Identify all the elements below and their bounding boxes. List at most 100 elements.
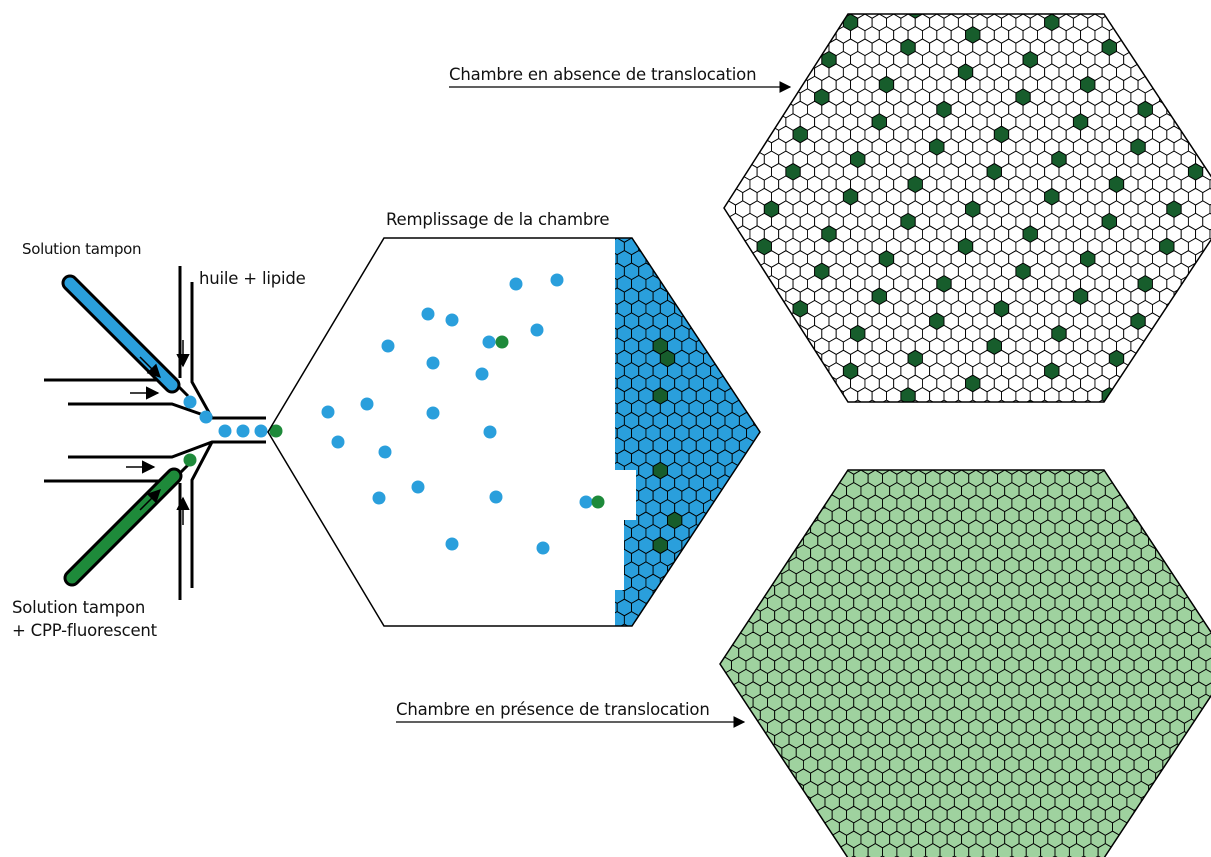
droplet-cell [1195, 125, 1211, 144]
droplet-cell [731, 731, 747, 749]
droplet-cell [703, 757, 717, 774]
droplet-cell [723, 793, 740, 811]
droplet-cell [731, 250, 748, 268]
droplet-cell [738, 312, 755, 330]
droplet-cell [778, 299, 794, 318]
droplet-cell [1037, 399, 1053, 402]
droplet-cell [1130, 38, 1146, 57]
filling-droplet-pack [615, 238, 775, 626]
droplet-cell [710, 511, 726, 530]
droplet-cell [1173, 312, 1189, 331]
droplet-cell [703, 657, 717, 674]
droplet-cell [781, 470, 797, 488]
droplet-cell [738, 511, 755, 530]
droplet-cell [720, 805, 733, 824]
droplet-cell [735, 374, 751, 393]
droplet-cell [799, 38, 816, 57]
droplet-cell [710, 238, 726, 256]
droplet-cell [1205, 581, 1211, 600]
droplet-cell [761, 450, 775, 467]
droplet-cell [724, 362, 740, 380]
droplet-cell [749, 374, 765, 393]
droplet-cell [674, 274, 690, 293]
droplet-cell [735, 14, 751, 19]
droplet-cell [1180, 374, 1197, 393]
droplet-cell [720, 531, 733, 550]
droplet-cell [767, 768, 783, 787]
droplet-cell [727, 14, 744, 32]
droplet-cell [702, 573, 719, 592]
droplet-cell [724, 287, 740, 306]
droplet-cell [792, 50, 808, 69]
droplet-cell [1187, 287, 1204, 306]
droplet-cell [702, 324, 719, 343]
droplet-cell [1202, 262, 1211, 281]
droplet-cell [1155, 793, 1171, 811]
droplet-cell [752, 470, 768, 488]
no-translocation-label: Chambre en absence de translocation [449, 65, 757, 84]
droplet-cell [814, 387, 830, 402]
droplet-cell [1202, 287, 1211, 306]
droplet [579, 495, 593, 509]
droplet-cell [724, 163, 729, 181]
droplet-cell [767, 818, 783, 836]
droplet-cell [1183, 793, 1200, 811]
droplet-cell [817, 470, 833, 475]
droplet-cell [763, 299, 780, 318]
droplet-cell [735, 250, 751, 268]
oil-lipid-label: huile + lipide [199, 269, 306, 288]
droplet-cell [802, 482, 819, 500]
droplet-cell [745, 470, 761, 475]
droplet-cell [752, 843, 768, 857]
droplet-cell [731, 374, 748, 393]
droplet-cell [792, 399, 808, 402]
droplet-cell [710, 611, 726, 626]
droplet-cell [767, 843, 783, 857]
droplet-cell [1061, 855, 1078, 857]
droplet-cell [1162, 482, 1178, 500]
droplet-cell [731, 523, 748, 542]
droplet-cell [724, 312, 729, 331]
droplet-cell [759, 531, 776, 550]
droplet-cell [724, 337, 729, 355]
droplet-cell [1137, 374, 1153, 393]
droplet-cell [1195, 26, 1211, 44]
droplet-cell [638, 611, 654, 626]
filling-notch [612, 470, 636, 590]
droplet-cell [710, 287, 726, 306]
droplet-cell [702, 598, 719, 617]
droplet-cell [761, 500, 775, 517]
droplet-cell [1173, 88, 1189, 106]
droplet-cell [723, 693, 740, 712]
droplet-cell [724, 536, 740, 555]
droplet-cell [781, 843, 797, 857]
droplet-cell [731, 349, 748, 368]
droplet-cell [681, 238, 697, 256]
droplet-cell [745, 482, 761, 500]
droplet-cell [742, 262, 758, 281]
droplet-cell [731, 573, 748, 592]
droplet-cell [1202, 88, 1211, 106]
droplet-cell [774, 506, 790, 525]
droplet-cell [742, 337, 758, 355]
droplet-cell [707, 151, 721, 168]
droplet-cell [724, 100, 737, 119]
droplet-cell [746, 548, 760, 567]
droplet-cell [753, 561, 760, 579]
droplet-cell [746, 573, 760, 592]
droplet-cell [1173, 63, 1189, 82]
droplet-cell [814, 14, 830, 32]
droplet-cell [1166, 324, 1182, 343]
droplet-cell [724, 275, 737, 293]
droplet [489, 490, 503, 504]
droplet-cell [785, 14, 801, 32]
droplet-cell [756, 312, 772, 331]
droplet-cell [778, 26, 794, 44]
droplet-cell [703, 607, 717, 624]
droplet-cell [688, 598, 704, 617]
arrow-icon [139, 489, 161, 511]
droplet-cell [771, 14, 787, 32]
droplet-cell [1144, 38, 1161, 57]
droplet-cell [1183, 743, 1200, 762]
droplet-cell [1198, 843, 1211, 857]
